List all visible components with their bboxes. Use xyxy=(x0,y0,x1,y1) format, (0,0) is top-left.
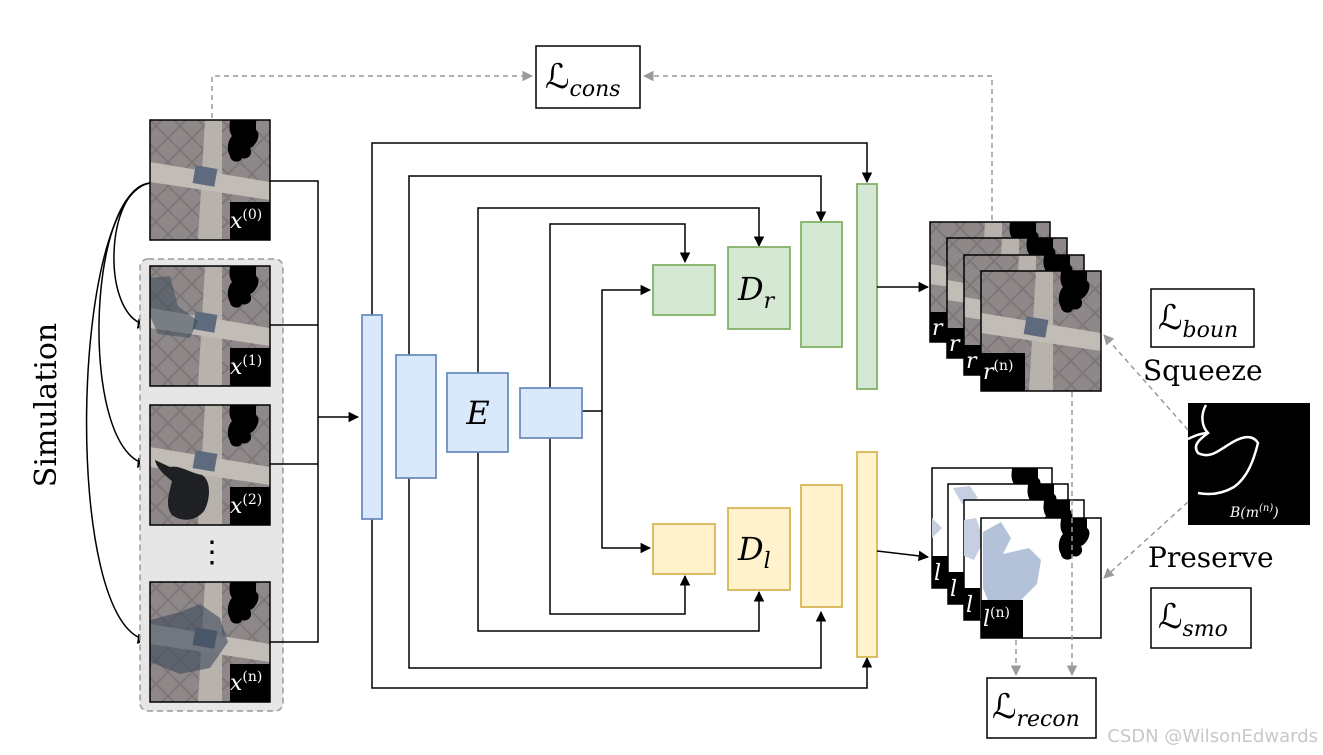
svg-text:r: r xyxy=(966,349,978,374)
loss-smo-box: ℒsmo xyxy=(1150,587,1252,649)
svg-text:r: r xyxy=(949,332,961,357)
input-image-x1: x(1) xyxy=(149,265,271,387)
svg-text:ℒcons: ℒcons xyxy=(545,57,621,102)
preserve-label: Preserve xyxy=(1148,541,1274,574)
input-image-x0: x(0) xyxy=(149,119,271,241)
mask-dashed-arrows xyxy=(1010,334,1189,677)
r-output-stack: r r r r(n) xyxy=(929,221,1102,392)
svg-text:r(n): r(n) xyxy=(983,358,1013,385)
input-image-xn: x(n) xyxy=(149,581,271,703)
encoder-label: E xyxy=(465,394,489,432)
svg-text:ℒboun: ℒboun xyxy=(1158,298,1238,343)
loss-recon-box: ℒrecon xyxy=(986,677,1097,739)
cons-loss-path xyxy=(211,70,993,220)
skip-connections xyxy=(371,142,873,689)
decoder-l-label: Dl xyxy=(737,530,771,574)
svg-text:ℒsmo: ℒsmo xyxy=(1158,597,1228,642)
svg-text:x(1): x(1) xyxy=(230,353,262,380)
encoder-blocks: E xyxy=(361,314,583,520)
decoder-r-blocks: Dr xyxy=(652,183,878,390)
simulation-label: Simulation xyxy=(29,323,64,487)
svg-text:x(n): x(n) xyxy=(230,669,262,696)
output-arrows xyxy=(876,281,930,562)
input-merge-lines xyxy=(270,180,360,643)
watermark-text: CSDN @WilsonEdwards xyxy=(1107,726,1318,747)
svg-text:x(0): x(0) xyxy=(230,207,262,234)
boundary-mask-image: B(m(n)) xyxy=(1187,403,1310,525)
svg-text:l: l xyxy=(934,561,941,586)
simulation-arrows xyxy=(85,182,151,644)
l-output-stack: l l l l(n) xyxy=(931,467,1102,639)
input-image-x2: x(2) xyxy=(149,404,271,526)
svg-text:l: l xyxy=(966,593,973,618)
loss-boun-box: ℒboun xyxy=(1150,288,1255,348)
svg-text:r: r xyxy=(932,316,944,341)
svg-text:l(n): l(n) xyxy=(983,605,1010,632)
squeeze-label: Squeeze xyxy=(1143,354,1263,387)
decoder-r-label: Dr xyxy=(737,270,776,314)
inputs-ellipsis: ⋮ xyxy=(197,535,227,570)
svg-text:x(2): x(2) xyxy=(230,492,262,519)
svg-text:l: l xyxy=(950,577,957,602)
loss-cons-subscript: cons xyxy=(570,77,621,102)
svg-text:ℒrecon: ℒrecon xyxy=(992,687,1080,732)
svg-text:B(m(n)): B(m(n)) xyxy=(1229,503,1279,521)
loss-cons-box: ℒcons xyxy=(535,45,641,109)
decoder-l-blocks: Dl xyxy=(652,451,878,658)
loss-cons-symbol: ℒ xyxy=(545,57,570,97)
